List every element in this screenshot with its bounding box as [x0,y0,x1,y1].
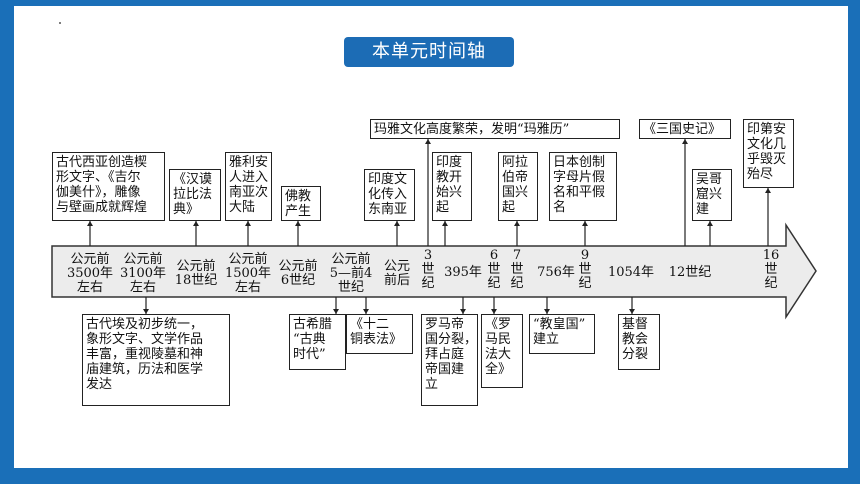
page-title: 本单元时间轴 [344,37,514,67]
event-box-above: 《汉谟 拉比法 典》 [169,169,221,221]
connector-arrowhead [394,221,400,226]
connector-arrowhead [143,309,149,314]
axis-label: 7 世 纪 [510,248,524,291]
event-box-below: 《罗 马民 法大 全》 [481,314,523,388]
connector-arrowhead [491,309,497,314]
event-box-below: 古希腊 “古典 时代” [289,314,346,370]
stray-dot [59,22,61,24]
axis-label: 公元前 5—前4 世纪 [329,252,373,295]
timeline-arrow [51,222,817,320]
axis-label: 16 世 纪 [762,248,780,291]
axis-label: 公元前 6世纪 [278,259,318,288]
connector-arrowhead [295,221,301,226]
connector-arrowhead [682,139,688,144]
connector-arrowhead [707,221,713,226]
axis-label: 9 世 纪 [578,248,592,291]
connector-arrowhead [544,309,550,314]
connector-arrowhead [87,221,93,226]
axis-label: 公元前 18世纪 [174,259,218,288]
axis-label: 395年 [444,265,482,280]
axis-label: 公元前 1500年 左右 [224,252,272,295]
event-box-above: 玛雅文化高度繁荣，发明“玛雅历” [370,119,620,139]
axis-label: 公元 前后 [383,259,410,288]
event-box-above: 古代西亚创造楔 形文字、《吉尔 伽美什》，雕像 与壁画成就辉煌 [52,152,165,221]
event-box-above: 雅利安 人进入 南亚次 大陆 [225,152,272,221]
connector-arrowhead [514,221,520,226]
event-box-above: 佛教 产生 [281,186,321,221]
connector-arrowhead [582,221,588,226]
connector-arrowhead [442,221,448,226]
connector-arrowhead [245,221,251,226]
event-box-above: 日本创制 字母片假 名和平假 名 [549,152,617,221]
connector-arrowhead [460,309,466,314]
axis-label: 3 世 纪 [421,248,435,291]
axis-label: 756年 [537,265,575,280]
event-box-below: 《十二 铜表法》 [346,314,413,354]
connector-lines [87,139,771,314]
event-box-below: 古代埃及初步统一， 象形文字、文学作品 丰富，重视陵墓和神 庙建筑，历法和医学 … [82,314,230,406]
connector-arrowhead [629,309,635,314]
axis-label: 公元前 3100年 左右 [119,252,167,295]
connector-arrowhead [193,221,199,226]
axis-label: 6 世 纪 [487,248,501,291]
axis-label: 1054年 [607,265,655,280]
connector-arrowhead [333,309,339,314]
event-box-above: 《三国史记》 [639,119,731,139]
event-box-above: 印度文 化传入 东南亚 [364,169,415,221]
event-box-above: 印第安 文化几 乎毁灭 殆尽 [743,119,794,188]
axis-label: 公元前 3500年 左右 [66,252,114,295]
connector-arrowhead [765,188,771,193]
event-box-below: 罗马帝 国分裂， 拜占庭 帝国建 立 [421,314,478,406]
event-box-above: 吴哥 窟兴 建 [692,169,732,221]
event-box-below: “教皇国” 建立 [529,314,595,354]
event-box-above: 阿拉 伯帝 国兴 起 [498,152,538,221]
event-box-below: 基督 教会 分裂 [618,314,660,370]
event-box-above: 印度 教开 始兴 起 [432,152,472,221]
axis-label: 12世纪 [668,265,712,280]
connector-arrowhead [425,139,431,144]
connector-arrowhead [363,309,369,314]
